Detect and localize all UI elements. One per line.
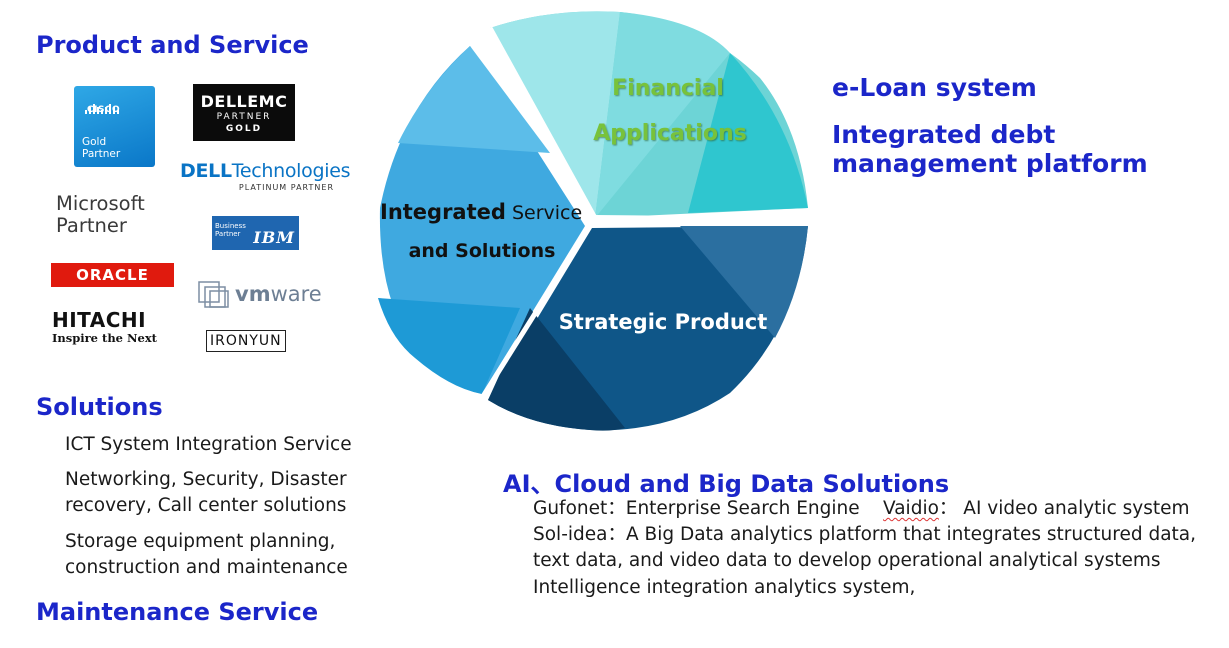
ibm-business-partner-text: Business Partner [215, 222, 246, 238]
integrated-label-line1: Integrated Service [380, 200, 582, 224]
oracle-logo: ORACLE [51, 263, 174, 287]
vaidio-name: Vaidio [883, 498, 939, 519]
microsoft-partner-logo: Microsoft Partner [56, 192, 145, 237]
cisco-bars-icon [85, 95, 121, 114]
vaidio-line: Vaidio： AI video analytic system [883, 496, 1190, 522]
intelligence-line: Intelligence integration analytics syste… [533, 577, 916, 598]
vaidio-desc: ： AI video analytic system [938, 498, 1190, 519]
dellemc-logo-text: DELLEMC [200, 92, 288, 111]
wheel-segment-strategic [488, 226, 808, 431]
wheel-segment-integrated [378, 46, 585, 394]
solutions-heading: Solutions [36, 393, 163, 421]
solutions-item: ICT System Integration Service [65, 434, 352, 455]
strategic-product-label: Strategic Product [559, 310, 768, 334]
solidea-line-2: text data, and video data to develop ope… [533, 550, 1161, 571]
financial-label-line2: Applications [593, 121, 746, 146]
integrated-debt-heading-line2: management platform [832, 149, 1148, 178]
dellemc-partner-gold-logo: DELLEMC PARTNER GOLD [193, 84, 295, 141]
cisco-tier-text: Gold Partner [82, 136, 121, 160]
dell-technologies-logo: DELLTechnologies PLATINUM PARTNER [180, 160, 351, 192]
solutions-item: Storage equipment planning, [65, 531, 336, 552]
wheel-segment-financial [490, 11, 808, 219]
financial-label-line1: Financial [612, 76, 724, 101]
platinum-partner-text: PLATINUM PARTNER [238, 183, 334, 192]
solidea-line-1: Sol-idea：A Big Data analytics platform t… [533, 524, 1197, 545]
cisco-gold-partner-logo: CISCO Gold Partner [74, 86, 155, 167]
ibm-brand-text: IBM [253, 228, 295, 247]
eloan-system-heading: e-Loan system [832, 73, 1037, 102]
vmware-ware-text: ware [270, 282, 322, 306]
maintenance-service-heading: Maintenance Service [36, 598, 319, 626]
solutions-item: Networking, Security, Disaster [65, 469, 347, 490]
dell-brand-text: DELL [180, 160, 232, 182]
ironyun-logo: IRONYUN [206, 330, 286, 352]
ibm-business-partner-logo: Business Partner IBM [212, 216, 299, 250]
gufonet-line: Gufonet：Enterprise Search Engine [533, 498, 860, 519]
wheel-separators [479, 26, 811, 400]
integrated-label-line2: and Solutions [409, 240, 556, 262]
integrated-label-bold: Integrated [380, 200, 506, 224]
cisco-logo-text: CISCO [87, 105, 121, 115]
ai-cloud-bigdata-heading: AI、Cloud and Big Data Solutions [503, 470, 950, 498]
dellemc-partner-text: PARTNER [216, 112, 272, 122]
technologies-text: Technologies [231, 160, 351, 182]
integrated-label-rest: Service [506, 202, 582, 224]
vmware-squares-icon [198, 281, 229, 308]
integrated-debt-heading-line1: Integrated debt [832, 120, 1056, 149]
solutions-item: construction and maintenance [65, 557, 348, 578]
dellemc-gold-text: GOLD [225, 124, 263, 134]
vmware-logo: vmware [197, 280, 322, 314]
product-and-service-heading: Product and Service [36, 31, 309, 59]
hitachi-logo: HITACHI Inspire the Next [52, 309, 157, 345]
hitachi-brand-text: HITACHI [52, 308, 147, 332]
vmware-vm-text: vm [235, 282, 271, 306]
service-wheel-diagram: Financial Applications Integrated Servic… [378, 11, 811, 431]
hitachi-tagline-text: Inspire the Next [52, 331, 157, 345]
solutions-item: recovery, Call center solutions [65, 495, 347, 516]
